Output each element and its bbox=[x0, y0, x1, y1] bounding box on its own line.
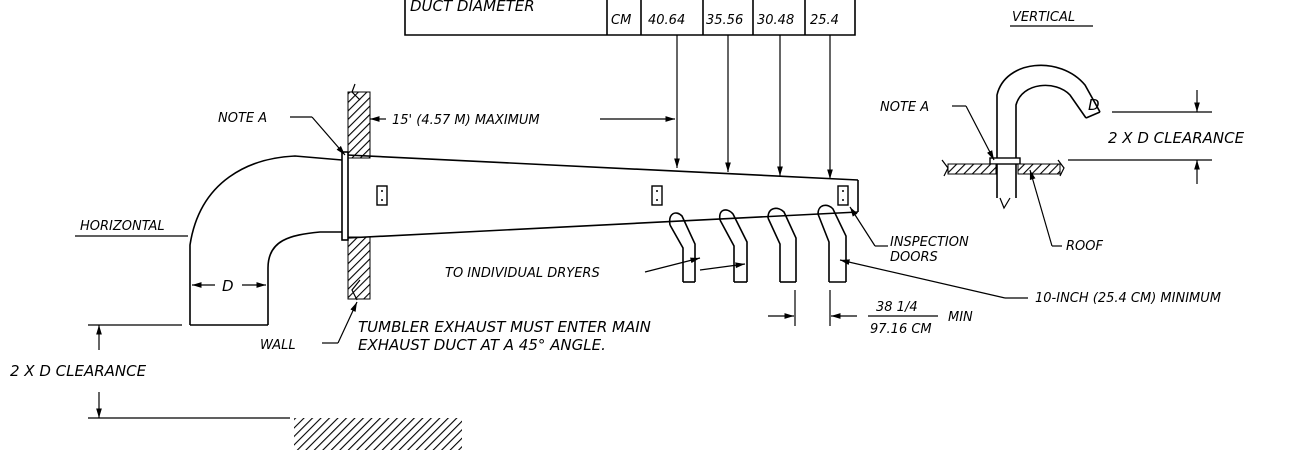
note-a-left: NOTE A bbox=[218, 111, 267, 126]
horizontal-elbow bbox=[189, 155, 343, 326]
table-unit: CM bbox=[611, 13, 631, 28]
duct-diameter-table: DUCT DIAMETER CM 40.64 35.56 30.48 25.4 bbox=[404, 0, 856, 36]
table-value: 30.48 bbox=[757, 13, 794, 28]
table-value: 25.4 bbox=[810, 13, 839, 28]
vertical-stack bbox=[941, 64, 1101, 210]
table-value: 35.56 bbox=[706, 13, 743, 28]
inspection-label-1: INSPECTION bbox=[890, 235, 969, 250]
table-row-label: DUCT DIAMETER bbox=[410, 0, 535, 15]
main-duct bbox=[341, 151, 859, 241]
individual-dryers-label: TO INDIVIDUAL DRYERS bbox=[445, 266, 600, 281]
roof-label: ROOF bbox=[1066, 239, 1103, 254]
spacing-cm-label: 97.16 CM bbox=[870, 322, 932, 337]
vertical-title: VERTICAL bbox=[1012, 10, 1075, 25]
clearance-right-label: 2 X D CLEARANCE bbox=[1108, 129, 1245, 147]
tumbler-branches bbox=[668, 204, 847, 283]
d-right-label: D bbox=[1088, 96, 1100, 114]
spacing-in-label: 38 1/4 bbox=[876, 300, 918, 315]
tumbler-note-2: EXHAUST DUCT AT A 45° ANGLE. bbox=[358, 336, 606, 354]
spacing-min-label: MIN bbox=[948, 310, 973, 325]
diameter-arrows bbox=[674, 35, 833, 179]
d-left-label: D bbox=[222, 277, 234, 295]
wall bbox=[347, 83, 371, 301]
clearance-left-label: 2 X D CLEARANCE bbox=[10, 362, 147, 380]
horizontal-clearance-dimension bbox=[88, 324, 462, 450]
leader-lines bbox=[75, 105, 1062, 344]
max-length-label: 15' (4.57 M) MAXIMUM bbox=[392, 113, 540, 128]
table-value: 40.64 bbox=[648, 13, 685, 28]
horizontal-title: HORIZONTAL bbox=[80, 219, 165, 234]
note-a-right: NOTE A bbox=[880, 100, 929, 115]
min-10-inch-label: 10-INCH (25.4 CM) MINIMUM bbox=[1035, 291, 1221, 306]
vertical-clearance-dimension bbox=[1068, 90, 1212, 184]
tumbler-note-1: TUMBLER EXHAUST MUST ENTER MAIN bbox=[358, 318, 651, 336]
wall-label: WALL bbox=[260, 338, 296, 353]
inspection-label-2: DOORS bbox=[890, 250, 938, 265]
